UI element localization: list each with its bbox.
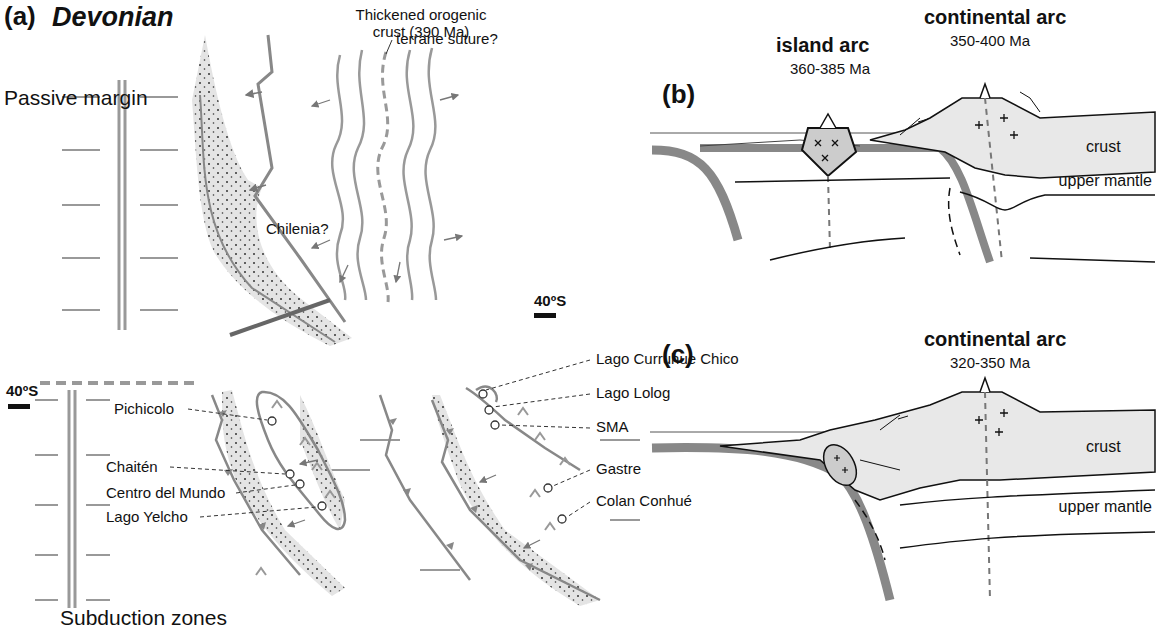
panel-title: Devonian bbox=[52, 2, 174, 33]
panel-letter: (a) bbox=[4, 2, 36, 32]
arc-label: continental arc bbox=[924, 6, 1066, 29]
region-label: Subduction zones bbox=[60, 606, 227, 630]
terrane-label: Chilenia? bbox=[266, 220, 329, 237]
region-label: Passive margin bbox=[4, 86, 148, 110]
latitude-label: 40ºS bbox=[534, 292, 566, 309]
locality-label: Centro del Mundo bbox=[106, 484, 225, 501]
annotation: terrane suture? bbox=[396, 30, 498, 47]
age-label: 360-385 Ma bbox=[790, 60, 870, 77]
locality-label: SMA bbox=[596, 418, 629, 435]
layer-label: crust bbox=[1086, 438, 1121, 456]
locality-label: Lago Lolog bbox=[596, 384, 670, 401]
arc-label: island arc bbox=[776, 34, 869, 57]
latitude-label: 40ºS bbox=[6, 382, 38, 399]
locality-label: Colan Conhué bbox=[596, 492, 692, 509]
locality-label: Pichicolo bbox=[114, 400, 174, 417]
panel-letter: (b) bbox=[662, 80, 695, 110]
age-label: 320-350 Ma bbox=[950, 354, 1030, 371]
layer-label: upper mantle bbox=[1059, 498, 1152, 516]
locality-label: Lago Yelcho bbox=[106, 508, 188, 525]
layer-label: upper mantle bbox=[1059, 172, 1152, 190]
age-label: 350-400 Ma bbox=[950, 32, 1030, 49]
locality-label: Gastre bbox=[596, 460, 641, 477]
layer-label: crust bbox=[1086, 138, 1121, 156]
locality-label: Chaitén bbox=[106, 458, 158, 475]
arc-label: continental arc bbox=[924, 328, 1066, 351]
panel-letter: (c) bbox=[662, 340, 694, 370]
